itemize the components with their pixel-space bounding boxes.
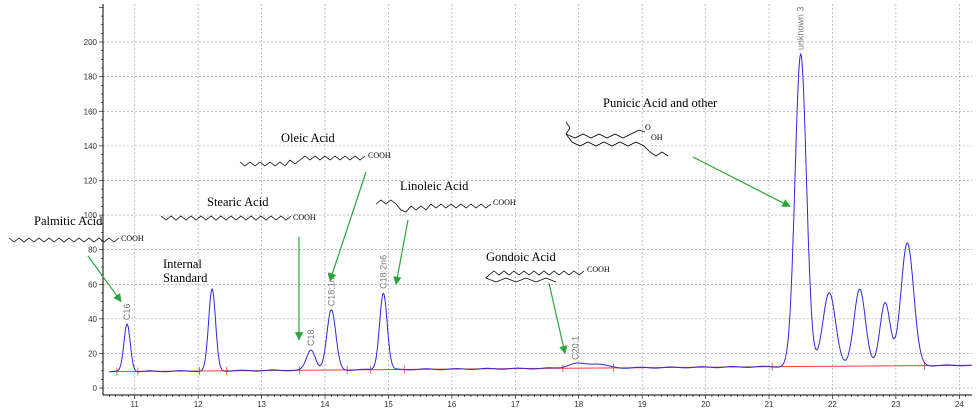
annotation-gondoic: Gondoic Acid COOH (485, 250, 610, 283)
signal-trace (109, 52, 972, 373)
structure-punicic-o: O (645, 123, 651, 132)
y-tick-label-1: 20 (88, 349, 97, 358)
structure-palmitic-cooh: COOH (121, 234, 144, 243)
peak-label-7: unknown 3 (796, 7, 806, 51)
annotation-palmitic-label: Palmitic Acid (34, 214, 103, 228)
annotation-arrow-5 (692, 156, 791, 207)
annotation-internal-standard-label: Internal Standard (163, 257, 208, 285)
annotation-linoleic: Linoleic Acid COOH (375, 179, 516, 213)
structure-linoleic (375, 199, 492, 213)
structure-oleic (239, 155, 366, 167)
structure-stearic (160, 215, 292, 221)
annotation-internal-standard-line2: Standard (163, 271, 208, 285)
structure-punicic-chain (565, 133, 669, 157)
y-tick-label-5: 100 (84, 211, 98, 220)
x-tick-label-5: 16 (447, 400, 456, 409)
x-tick-label-0: 11 (131, 400, 140, 409)
x-tick-label-7: 18 (574, 400, 583, 409)
axes: 11 12 13 14 15 16 17 18 19 20 21 22 23 24 0 20 40 60 80 100… (84, 4, 972, 409)
y-tick-label-3: 60 (88, 280, 97, 289)
x-tick-label-1: 12 (194, 400, 203, 409)
x-tick-label-8: 19 (638, 400, 647, 409)
structure-palmitic (8, 237, 120, 243)
x-tick-label-12: 23 (891, 400, 900, 409)
signal-layer (109, 52, 972, 373)
arrow-layer (87, 156, 791, 355)
peak-label-3: C18:1n7 (326, 272, 336, 306)
peak-label-0: C16 (122, 304, 132, 321)
peak-label-2: C18 (306, 330, 316, 347)
x-tick-label-6: 17 (511, 400, 520, 409)
y-tick-label-4: 80 (88, 246, 97, 255)
y-tick-label-6: 120 (84, 176, 98, 185)
annotation-stearic: Stearic Acid COOH (160, 195, 316, 222)
y-tick-label-7: 140 (84, 142, 98, 151)
annotation-arrow-0 (87, 255, 122, 303)
annotation-gondoic-label: Gondoic Acid (486, 250, 557, 264)
annotation-oleic-label: Oleic Acid (281, 131, 336, 145)
x-tick-label-4: 15 (384, 400, 393, 409)
annotation-oleic: Oleic Acid COOH (239, 131, 391, 167)
structure-gondoic-cooh: COOH (587, 265, 610, 274)
peak-label-5: C20:1 (571, 336, 581, 360)
peak-label-4: C18:2n6 (378, 255, 388, 289)
structure-stearic-cooh: COOH (293, 213, 316, 222)
x-tick-label-3: 14 (321, 400, 330, 409)
annotation-arrow-4 (548, 282, 568, 355)
structure-punicic (565, 121, 646, 139)
x-tick-label-11: 22 (828, 400, 837, 409)
annotation-arrow-2 (328, 171, 367, 282)
x-tick-label-9: 20 (701, 400, 710, 409)
x-tick-label-2: 13 (257, 400, 266, 409)
structure-gondoic (485, 270, 585, 283)
y-tick-label-9: 180 (84, 73, 98, 82)
x-tick-label-10: 21 (765, 400, 774, 409)
structure-oleic-cooh: COOH (368, 151, 391, 160)
annotation-internal-standard-line1: Internal (163, 257, 202, 271)
structure-linoleic-cooh: COOH (493, 198, 516, 207)
annotation-palmitic: Palmitic Acid COOH (8, 214, 144, 243)
y-tick-label-10: 200 (84, 38, 98, 47)
annotation-punicic-label: Punicic Acid and other (603, 96, 718, 110)
y-tick-label-8: 160 (84, 107, 98, 116)
annotation-stearic-label: Stearic Acid (207, 195, 269, 209)
annotation-punicic: Punicic Acid and other O OH (565, 96, 718, 157)
annotation-internal-standard: Internal Standard (163, 257, 208, 285)
structure-punicic-oh: OH (651, 133, 663, 142)
grid (103, 4, 972, 395)
y-tick-label-0: 0 (93, 384, 98, 393)
annotation-arrow-3 (393, 219, 409, 286)
y-tick-label-2: 40 (88, 315, 97, 324)
annotation-linoleic-label: Linoleic Acid (400, 179, 469, 193)
x-tick-label-13: 24 (955, 400, 964, 409)
